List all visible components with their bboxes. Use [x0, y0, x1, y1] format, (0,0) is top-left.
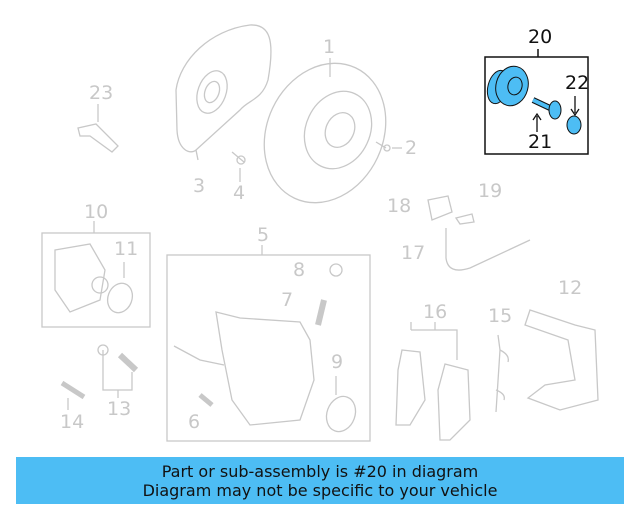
box-20	[484, 56, 589, 155]
dust-shield-icon	[175, 24, 272, 161]
wheel-hub-assembly	[484, 49, 589, 155]
callout-14[interactable]: 14	[60, 411, 85, 433]
callout-20[interactable]: 20	[528, 26, 553, 48]
caliper-icon	[173, 311, 315, 426]
cap-22-icon	[566, 115, 582, 135]
callout-12[interactable]: 12	[558, 277, 583, 299]
bolt-4-icon	[231, 151, 246, 165]
bushing-icon	[97, 344, 109, 356]
wheel-bolt-icon	[531, 97, 562, 120]
bolt-2-icon	[375, 141, 391, 152]
banner-line-1: Part or sub-assembly is #20 in diagram	[161, 461, 479, 481]
callout-3[interactable]: 3	[193, 175, 206, 197]
seal-ring-11-icon	[106, 282, 134, 314]
callout-17[interactable]: 17	[401, 242, 426, 264]
callout-7[interactable]: 7	[281, 289, 294, 311]
callout-2[interactable]: 2	[405, 137, 418, 159]
callout-15[interactable]: 15	[488, 305, 513, 327]
brake-pad-icon	[395, 349, 426, 426]
callout-4[interactable]: 4	[233, 182, 246, 204]
bleeder-icon	[315, 299, 327, 326]
cap-8-icon	[329, 263, 343, 277]
brake-hose-icon	[445, 228, 531, 271]
box-5	[166, 254, 371, 442]
callout-8[interactable]: 8	[293, 259, 306, 281]
spring-icon	[495, 334, 509, 413]
actuator-motor-icon	[54, 243, 109, 313]
info-banner: Part or sub-assembly is #20 in diagram D…	[16, 457, 624, 504]
callout-23[interactable]: 23	[89, 82, 114, 104]
bracket-18-icon	[427, 195, 453, 221]
brake-pad-2-icon	[437, 363, 471, 441]
seal-9-icon	[325, 395, 357, 433]
sensor-icon	[77, 123, 119, 153]
callout-13[interactable]: 13	[107, 398, 132, 420]
callout-6[interactable]: 6	[188, 411, 201, 433]
callout-18[interactable]: 18	[387, 195, 412, 217]
wheel-hub-icon	[486, 65, 529, 107]
callout-10[interactable]: 10	[84, 201, 109, 223]
guide-pin-icon	[117, 352, 139, 373]
callout-9[interactable]: 9	[331, 351, 344, 373]
clip-19-icon	[454, 213, 475, 225]
caliper-bracket-icon	[524, 309, 599, 411]
banner-line-2: Diagram may not be specific to your vehi…	[142, 480, 498, 500]
callout-22[interactable]: 22	[565, 72, 590, 94]
bolt-6-icon	[198, 393, 214, 407]
callout-5[interactable]: 5	[257, 224, 270, 246]
callout-16[interactable]: 16	[423, 301, 448, 323]
callout-19[interactable]: 19	[478, 180, 503, 202]
callout-21[interactable]: 21	[528, 131, 553, 153]
pin-14-icon	[60, 380, 86, 400]
callout-11[interactable]: 11	[114, 238, 139, 260]
callout-1[interactable]: 1	[323, 36, 336, 58]
brake-rotor-icon	[263, 62, 387, 204]
box-10	[41, 232, 151, 328]
